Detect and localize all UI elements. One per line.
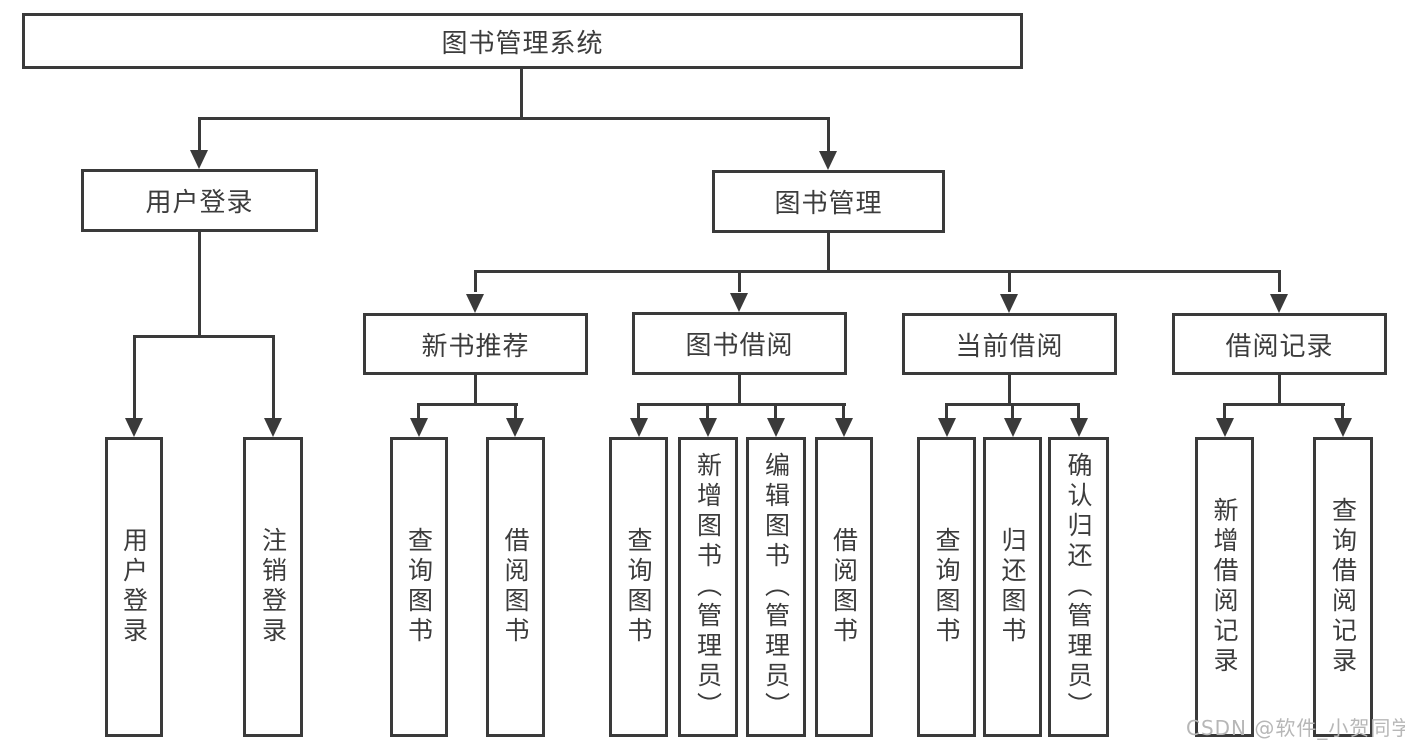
arrow-down-icon [730, 293, 748, 312]
arrow-down-icon [835, 418, 853, 437]
leaf-records-query-record: 查询借阅记录 [1313, 437, 1373, 737]
leaf-current-query-books: 查询图书 [917, 437, 976, 737]
arrow-down-icon [190, 150, 208, 169]
node-library-system-label: 图书管理系统 [441, 28, 604, 59]
arrow-down-icon [699, 418, 717, 437]
node-new-book-recommendation: 新书推荐 [363, 313, 588, 375]
connector-current-borrow-stem [1008, 375, 1011, 406]
connector-leaf-stub [1223, 403, 1226, 420]
leaf-records-add-record: 新增借阅记录 [1195, 437, 1254, 737]
connector-to-borrow-records [1278, 270, 1281, 292]
node-borrowing-records: 借阅记录 [1172, 313, 1387, 375]
connector-to-leaf-logout [272, 335, 275, 420]
node-book-management: 图书管理 [712, 170, 945, 233]
leaf-current-query-books-label: 查询图书 [932, 527, 961, 647]
node-borrowing-records-label: 借阅记录 [1225, 331, 1334, 362]
connector-to-leaf-user-login [133, 335, 136, 420]
node-current-borrowing: 当前借阅 [902, 313, 1117, 375]
connector-to-new-book [474, 270, 477, 292]
arrow-down-icon [125, 418, 143, 437]
connector-borrow-records-branch [1223, 403, 1345, 406]
leaf-borrow-query-books-label: 查询图书 [624, 527, 653, 647]
connector-to-user-login [198, 117, 201, 152]
leaf-logout: 注销登录 [243, 437, 303, 737]
connector-root-branch [198, 117, 830, 120]
leaf-newbook-borrow-books: 借阅图书 [486, 437, 545, 737]
arrow-down-icon [506, 418, 524, 437]
node-current-borrowing-label: 当前借阅 [955, 331, 1064, 362]
connector-leaf-stub [637, 403, 640, 420]
node-user-login-label: 用户登录 [145, 188, 254, 218]
leaf-records-query-record-label: 查询借阅记录 [1328, 497, 1358, 677]
connector-leaf-stub [842, 403, 845, 420]
connector-leaf-stub [1341, 403, 1344, 420]
arrow-down-icon [767, 418, 785, 437]
connector-book-management-stem [827, 233, 830, 273]
leaf-newbook-borrow-books-label: 借阅图书 [501, 527, 530, 647]
watermark-text: CSDN @软件_小贺同学 [1186, 716, 1405, 740]
connector-root-stem [520, 68, 523, 118]
connector-new-book-branch [417, 403, 518, 406]
leaf-borrow-add-books-admin: 新增图书（管理员） [678, 437, 738, 737]
arrow-down-icon [819, 151, 837, 170]
leaf-current-confirm-return-admin: 确认归还（管理员） [1048, 437, 1109, 737]
leaf-records-add-record-label: 新增借阅记录 [1210, 497, 1239, 677]
connector-new-book-stem [474, 375, 477, 406]
connector-leaf-stub [706, 403, 709, 420]
connector-borrow-records-stem [1278, 375, 1281, 406]
leaf-current-confirm-return-admin-label: 确认归还（管理员） [1064, 452, 1093, 722]
arrow-down-icon [938, 418, 956, 437]
arrow-down-icon [264, 418, 282, 437]
leaf-borrow-borrow-books-label: 借阅图书 [829, 527, 859, 647]
leaf-current-return-books: 归还图书 [983, 437, 1042, 737]
leaf-borrow-edit-books-admin: 编辑图书（管理员） [746, 437, 806, 737]
leaf-borrow-edit-books-admin-label: 编辑图书（管理员） [761, 452, 791, 722]
connector-to-current-borrow [1008, 270, 1011, 292]
connector-book-management-branch [474, 270, 1281, 273]
connector-book-borrow-stem [738, 375, 741, 406]
arrow-down-icon [630, 418, 648, 437]
arrow-down-icon [1334, 418, 1352, 437]
leaf-newbook-query-books: 查询图书 [390, 437, 448, 737]
node-user-login: 用户登录 [81, 169, 318, 232]
leaf-user-login-label: 用户登录 [119, 527, 149, 647]
connector-leaf-stub [774, 403, 777, 420]
leaf-newbook-query-books-label: 查询图书 [404, 527, 434, 647]
node-library-system: 图书管理系统 [22, 13, 1023, 69]
arrow-down-icon [1070, 418, 1088, 437]
connector-leaf-stub [1011, 403, 1014, 420]
arrow-down-icon [466, 294, 484, 313]
arrow-down-icon [1004, 418, 1022, 437]
node-book-borrowing: 图书借阅 [632, 312, 847, 375]
connector-leaf-stub [417, 403, 420, 420]
connector-leaf-stub [945, 403, 948, 420]
arrow-down-icon [1270, 294, 1288, 313]
node-book-borrowing-label: 图书借阅 [685, 331, 794, 361]
arrow-down-icon [410, 418, 428, 437]
leaf-logout-label: 注销登录 [258, 527, 288, 647]
node-new-book-recommendation-label: 新书推荐 [421, 331, 530, 362]
connector-to-book-management [827, 117, 830, 153]
leaf-borrow-borrow-books: 借阅图书 [815, 437, 873, 737]
arrow-down-icon [1216, 418, 1234, 437]
leaf-borrow-query-books: 查询图书 [609, 437, 668, 737]
leaf-current-return-books-label: 归还图书 [998, 527, 1027, 647]
connector-leaf-stub [514, 403, 517, 420]
arrow-down-icon [1000, 294, 1018, 313]
connector-to-book-borrow [738, 270, 741, 292]
leaf-user-login: 用户登录 [105, 437, 163, 737]
connector-user-login-branch [133, 335, 275, 338]
node-book-management-label: 图书管理 [774, 189, 883, 219]
connector-user-login-stem [198, 232, 201, 338]
connector-leaf-stub [1077, 403, 1080, 420]
connector-book-borrow-branch [637, 403, 846, 406]
leaf-borrow-add-books-admin-label: 新增图书（管理员） [693, 452, 723, 722]
